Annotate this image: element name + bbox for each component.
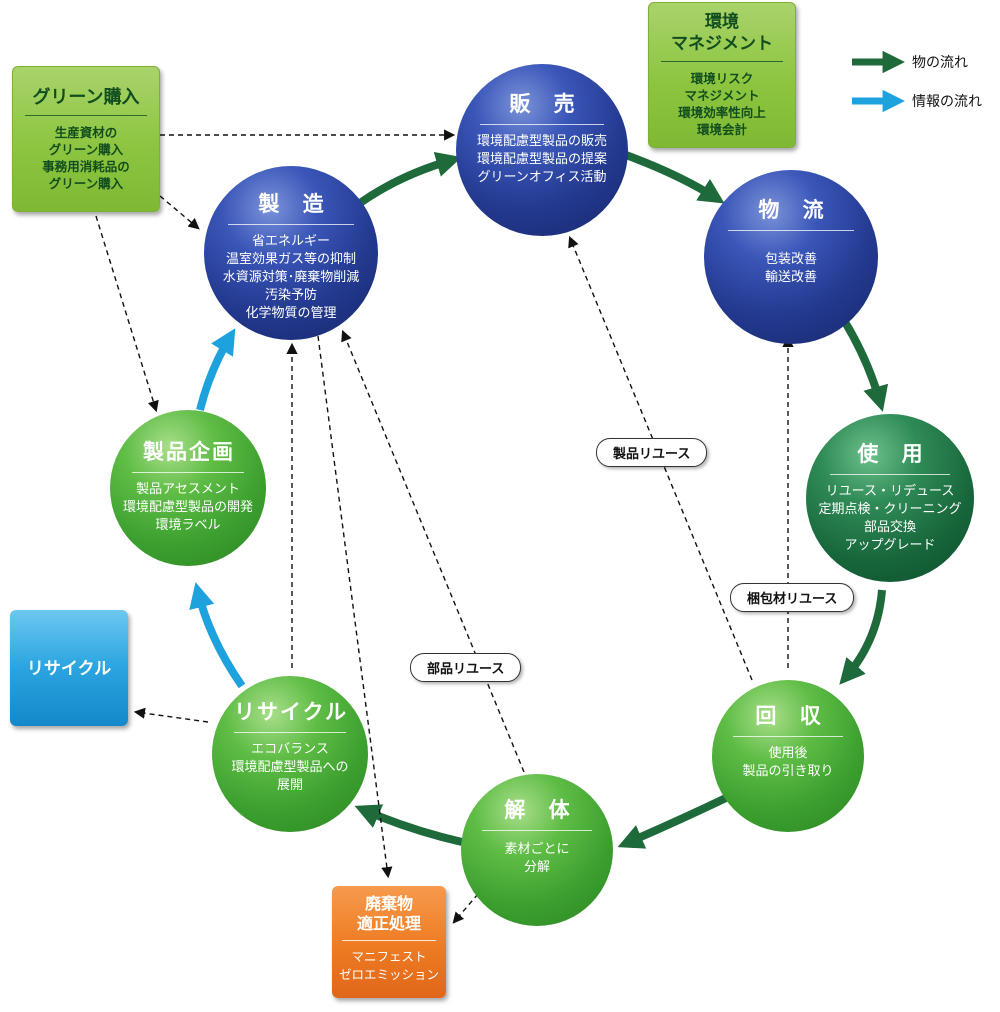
flow-disassembly-to-recycle: [354, 804, 463, 846]
green-purchase-line: 生産資材の: [54, 125, 118, 140]
flow-manufacturing-to-sales: [357, 151, 462, 207]
node-sales: 販 売 環境配慮型製品の販売 環境配慮型製品の提案 グリーンオフィス活動: [456, 64, 628, 236]
node-logistics-title: 物 流: [758, 198, 832, 222]
env-management-line: 環境会計: [696, 122, 747, 137]
node-recycle-line: エコバランス: [251, 742, 329, 757]
node-disassembly-title: 解 体: [504, 798, 578, 822]
node-manufacturing-line: 省エネルギー: [251, 234, 330, 249]
dash-recycle-to-recycle-box: [133, 707, 209, 723]
dash-disassembly-to-manufacturing: [341, 329, 525, 773]
flow-planning-to-manufacturing: [196, 328, 236, 411]
node-planning: 製品企画 製品アセスメント 環境配慮型製品の開発 環境ラベル: [110, 410, 266, 566]
env-management-title: 環境: [705, 12, 739, 32]
dash-collection-to-sales: [568, 235, 753, 681]
node-sales-title: 販 売: [509, 92, 583, 116]
node-recycle-title: リサイクル: [234, 700, 348, 724]
flow-logistics-to-usage: [841, 319, 889, 412]
env-management-line: マネジメント: [684, 88, 760, 103]
green-purchase-line: 事務用消耗品の: [42, 159, 130, 174]
legend-thing-flow-label: 物の流れ: [912, 55, 968, 71]
waste-box-title: 廃棄物: [364, 894, 413, 913]
node-recycle-line: 展開: [276, 778, 303, 793]
node-usage-title: 使 用: [857, 442, 931, 466]
flow-usage-to-collection: [839, 589, 886, 685]
node-manufacturing: 製 造 省エネルギー 温室効果ガス等の抑制 水資源対策･廃棄物削減 汚染予防 化…: [204, 166, 378, 340]
env-management-title: マネジメント: [671, 34, 773, 54]
node-recycle-line: 環境配慮型製品への: [231, 760, 349, 775]
env-management-line: 環境効率性向上: [678, 105, 766, 120]
node-recycle: リサイクル エコバランス 環境配慮型製品への 展開: [212, 676, 368, 832]
label-product-reuse: 製品リユース: [596, 438, 708, 467]
node-manufacturing-line: 温室効果ガス等の抑制: [225, 252, 356, 267]
node-disassembly-line: 分解: [523, 860, 550, 875]
dash-green-purchase-to-manufacturing: [159, 195, 200, 230]
node-disassembly: 解 体 素材ごとに 分解: [461, 774, 613, 926]
flow-recycle-to-planning: [189, 582, 246, 689]
node-usage-line: 部品交換: [863, 520, 916, 535]
node-collection: 回 収 使用後 製品の引き取り: [712, 680, 864, 832]
legend-info-flow-label: 情報の流れ: [912, 94, 982, 110]
node-logistics: 物 流 包装改善 輸送改善: [704, 170, 878, 344]
label-packaging-reuse: 梱包材リユース: [730, 583, 855, 612]
waste-box-line: ゼロエミッション: [338, 967, 439, 982]
node-logistics-line: 輸送改善: [764, 270, 817, 285]
node-planning-title: 製品企画: [143, 440, 235, 464]
node-sales-line: グリーンオフィス活動: [477, 170, 607, 185]
node-manufacturing-line: 汚染予防: [264, 288, 317, 303]
waste-box-line: マニフェスト: [351, 949, 427, 964]
label-parts-reuse: 部品リユース: [410, 653, 522, 682]
node-usage-line: アップグレード: [844, 538, 936, 553]
node-manufacturing-line: 水資源対策･廃棄物削減: [222, 270, 360, 285]
env-management-box: 環境 マネジメント 環境リスク マネジメント 環境効率性向上 環境会計: [648, 2, 796, 148]
node-logistics-line: 包装改善: [764, 252, 817, 267]
env-management-line: 環境リスク: [690, 71, 754, 86]
node-planning-line: 環境配慮型製品の開発: [122, 500, 253, 515]
node-collection-title: 回 収: [755, 704, 829, 728]
node-collection-line: 製品の引き取り: [742, 764, 834, 779]
dash-manufacturing-to-waste: [317, 335, 393, 879]
node-collection-line: 使用後: [768, 746, 808, 761]
node-sales-line: 環境配慮型製品の提案: [476, 152, 607, 167]
recycle-box-title: リサイクル: [26, 659, 112, 679]
node-disassembly-line: 素材ごとに: [504, 842, 570, 857]
waste-box-title: 適正処理: [356, 914, 421, 933]
node-usage-line: リユース・リデュース: [825, 484, 955, 499]
green-purchase-title: グリーン購入: [32, 87, 140, 108]
waste-box: 廃棄物 適正処理 マニフェスト ゼロエミッション: [332, 886, 446, 998]
green-purchase-box: グリーン購入 生産資材の グリーン購入 事務用消耗品の グリーン購入: [12, 66, 160, 212]
node-usage-line: 定期点検・クリーニング: [818, 502, 962, 517]
node-manufacturing-line: 化学物質の管理: [245, 306, 337, 321]
node-manufacturing-title: 製 造: [258, 192, 332, 216]
dash-green-purchase-to-planning: [95, 215, 159, 413]
node-planning-line: 製品アセスメント: [136, 482, 240, 497]
node-sales-line: 環境配慮型製品の販売: [476, 134, 607, 149]
dash-disassembly-to-waste: [452, 893, 479, 924]
flow-collection-to-disassembly: [617, 793, 730, 849]
recycle-box: リサイクル: [10, 610, 128, 726]
flow-sales-to-logistics: [624, 151, 725, 204]
green-purchase-line: グリーン購入: [48, 176, 124, 191]
node-planning-line: 環境ラベル: [155, 518, 221, 533]
green-purchase-line: グリーン購入: [48, 142, 124, 157]
node-usage: 使 用 リユース・リデュース 定期点検・クリーニング 部品交換 アップグレード: [806, 414, 974, 582]
